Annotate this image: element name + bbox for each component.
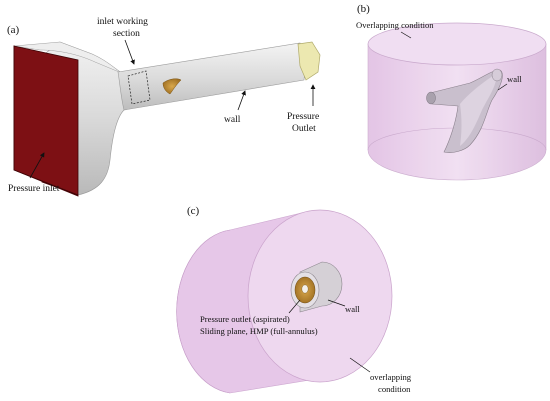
panel-b-label: (b) [357, 3, 370, 15]
duct-model-b-intake [426, 91, 436, 105]
pressure-inlet-label: Pressure inlet [8, 184, 60, 194]
pressure-outlet-label-2: Outlet [292, 124, 316, 134]
overlapping-condition-leader-b [400, 31, 412, 39]
panel-c-label: (c) [187, 205, 200, 217]
overlapping-condition-label-c-1: overlapping [370, 372, 412, 382]
inlet-working-section-label-2: section [113, 29, 140, 39]
pressure-outlet-label-1: Pressure [287, 112, 319, 122]
pressure-inlet-arrow [29, 152, 45, 179]
pressure-outlet-leader-c [288, 299, 301, 314]
overlap-cylinder-c-back-edge [176, 229, 231, 394]
engine-nacelle-a [162, 78, 182, 95]
overlapping-condition-leader-c [349, 357, 371, 373]
wall-label-a: wall [224, 115, 241, 125]
wall-label-c: wall [345, 304, 360, 314]
duct-pipe [117, 42, 307, 111]
pressure-outlet-face [297, 41, 321, 81]
panel-c: (c) Pressure outlet (aspirated) Sliding … [176, 205, 412, 394]
inlet-working-section-label-1: inlet working [97, 17, 148, 27]
overlapping-condition-label-b: Overlapping condition [356, 20, 434, 30]
overlapping-condition-label-c-2: condition [378, 384, 411, 394]
spinner-c [301, 284, 309, 294]
inlet-working-section-box [127, 70, 151, 105]
panel-a-label: (a) [7, 24, 20, 36]
inlet-working-section-arrow [124, 39, 135, 65]
wall-leader-b [497, 83, 508, 91]
overlap-cylinder-top [367, 22, 547, 66]
panel-a: (a) inlet working section wall Pressure … [7, 17, 321, 197]
sliding-plane-label-c: Sliding plane, HMP (full-annulus) [200, 326, 318, 336]
wall-leader-c [327, 299, 346, 307]
wall-arrow-a [237, 90, 246, 111]
pressure-outlet-label-c: Pressure outlet (aspirated) [200, 314, 290, 324]
panel-b: (b) Overlapping condition wall [356, 3, 547, 181]
duct-model-b-exit [491, 68, 503, 82]
pressure-inlet-face-front [13, 45, 79, 196]
wall-label-b: wall [507, 74, 522, 84]
duct-model-b-highlight [460, 74, 497, 146]
